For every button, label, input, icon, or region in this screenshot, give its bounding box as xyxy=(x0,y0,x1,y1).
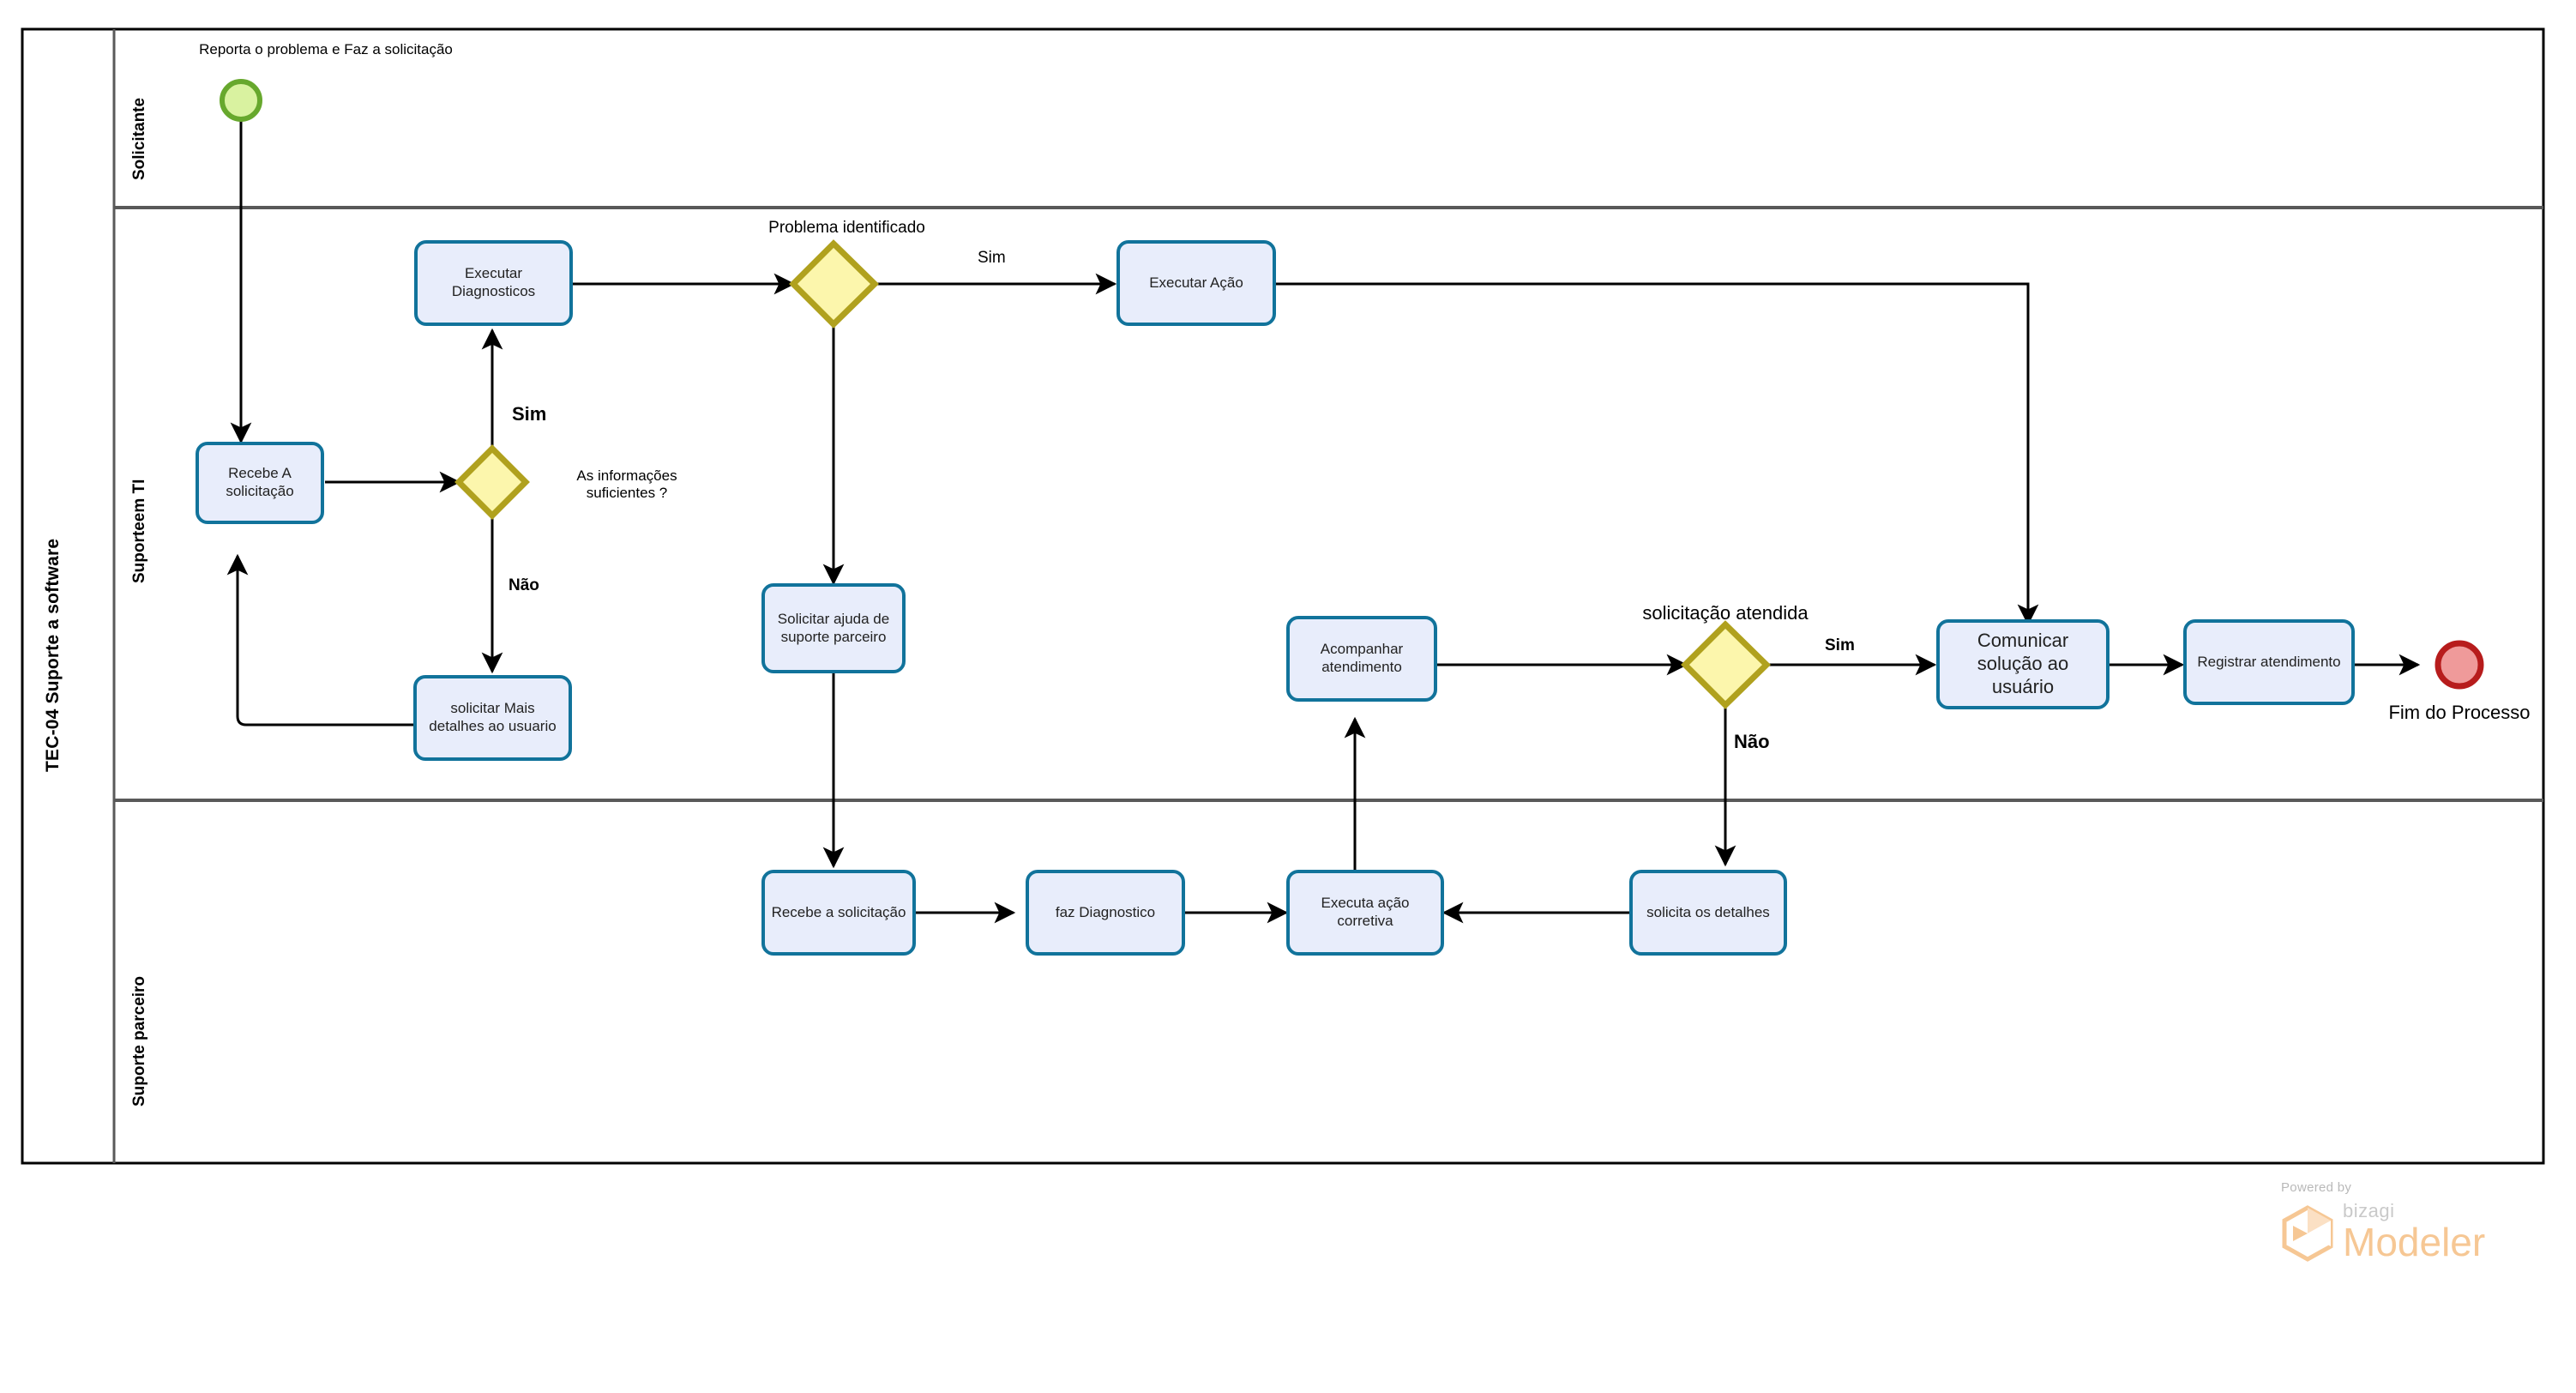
flow-label-gw1-sim: Sim xyxy=(512,403,547,425)
end-event[interactable] xyxy=(2435,640,2484,690)
flow-executar-acao-to-comunicar xyxy=(1276,282,2039,626)
task-label: Comunicar solução ao usuário xyxy=(1977,630,2069,697)
start-event-label: Reporta o problema e Faz a solicitação xyxy=(199,41,453,57)
end-event-label: Fim do Processo xyxy=(2388,702,2531,723)
task-label: faz Diagnostico xyxy=(1055,903,1156,920)
task-label: Acompanhar atendimento xyxy=(1320,641,1404,675)
gateway-informacoes-suficientes[interactable] xyxy=(454,444,530,520)
task-executar-diagnosticos[interactable]: Executar Diagnosticos xyxy=(414,240,573,326)
watermark-powered-by: Powered by xyxy=(2281,1180,2352,1195)
task-comunicar-solucao-ao-usuario[interactable]: Comunicar solução ao usuário xyxy=(1936,619,2110,709)
watermark-brand: bizagi xyxy=(2343,1200,2395,1221)
task-recebe-a-solicitacao[interactable]: Recebe A solicitação xyxy=(196,442,324,524)
flow-label-gw1-nao: Não xyxy=(509,576,539,594)
task-executa-acao-corretiva[interactable]: Executa ação corretiva xyxy=(1286,870,1444,956)
lane-title-suporte-parceiro: Suporte parceiro xyxy=(130,975,148,1107)
flow-detalhes-back-to-recebe xyxy=(226,553,413,727)
flow-label-gw3-sim: Sim xyxy=(1825,636,1855,654)
task-acompanhar-atendimento[interactable]: Acompanhar atendimento xyxy=(1286,616,1437,702)
gateway-label-solicitacao-atendida: solicitação atendida xyxy=(1642,602,1809,624)
start-event[interactable] xyxy=(220,79,262,122)
task-faz-diagnostico[interactable]: faz Diagnostico xyxy=(1026,870,1185,956)
task-registrar-atendimento[interactable]: Registrar atendimento xyxy=(2183,619,2355,705)
task-recebe-a-solicitacao-parceiro[interactable]: Recebe a solicitação xyxy=(761,870,916,956)
task-solicitar-mais-detalhes[interactable]: solicitar Mais detalhes ao usuario xyxy=(413,675,572,761)
task-label: Registrar atendimento xyxy=(2197,653,2341,670)
bizagi-watermark: Powered by bizagi Modeler xyxy=(2281,1180,2485,1262)
task-label: solicitar Mais detalhes ao usuario xyxy=(429,700,557,734)
lane-title-solicitante: Solicitante xyxy=(130,97,148,180)
gateway-label-informacoes-suficientes: As informações suficientes ? xyxy=(576,467,677,502)
gateway-problema-identificado[interactable] xyxy=(789,239,880,329)
task-executar-acao[interactable]: Executar Ação xyxy=(1116,240,1276,326)
task-label: solicita os detalhes xyxy=(1646,903,1770,920)
task-solicita-os-detalhes[interactable]: solicita os detalhes xyxy=(1629,870,1787,956)
task-label: Executar Ação xyxy=(1149,274,1243,291)
pool-outline xyxy=(21,27,2545,1165)
bizagi-logo-icon xyxy=(2282,1205,2333,1262)
task-label: Recebe A solicitação xyxy=(226,465,294,499)
task-label: Executa ação corretiva xyxy=(1321,895,1410,929)
gateway-label-problema-identificado: Problema identificado xyxy=(768,219,925,237)
flow-label-gw2-sim: Sim xyxy=(978,249,1006,267)
watermark-product: Modeler xyxy=(2343,1220,2486,1264)
task-label: Recebe a solicitação xyxy=(771,903,906,920)
task-label: Solicitar ajuda de suporte parceiro xyxy=(777,610,890,645)
lane-title-suporte-ti: Suporteem TI xyxy=(130,479,148,583)
task-solicitar-ajuda-suporte-parceiro[interactable]: Solicitar ajuda de suporte parceiro xyxy=(761,583,906,673)
flow-label-gw3-nao: Não xyxy=(1734,731,1770,752)
task-label: Executar Diagnosticos xyxy=(451,265,536,299)
gateway-solicitacao-atendida[interactable] xyxy=(1681,620,1772,709)
pool-title: TEC-04 Suporte a software xyxy=(43,538,63,772)
